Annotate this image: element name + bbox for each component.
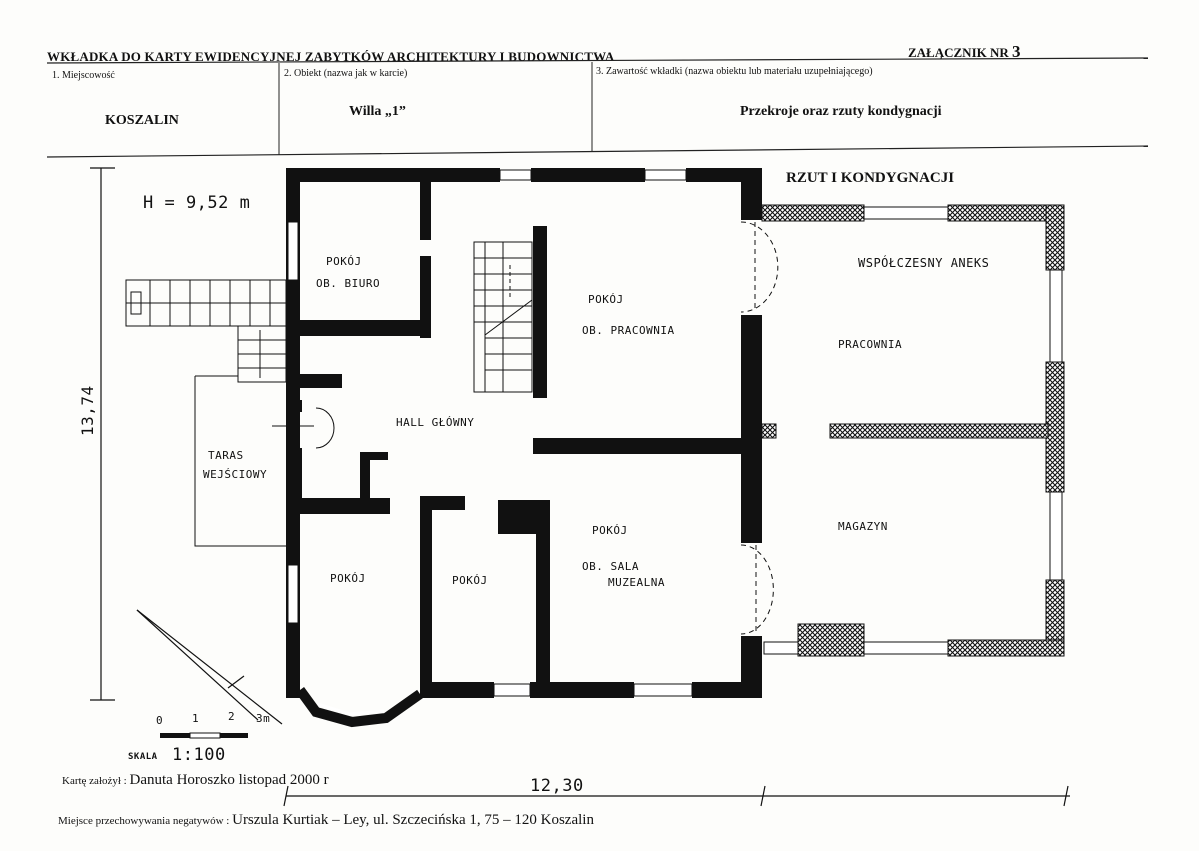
negatives-location: Miejsce przechowywania negatywów : Urszu…	[58, 812, 594, 829]
scale-label: SKALA	[128, 752, 158, 762]
field3-label: 3. Zawartość wkładki (nazwa obiektu lub …	[596, 66, 873, 77]
room-biuro-name: OB. BIURO	[316, 277, 381, 290]
terrace-label-1: TARAS	[208, 449, 244, 462]
dimension-lines	[90, 167, 1070, 807]
annex-magazyn: MAGAZYN	[838, 520, 888, 533]
negatives-label: Miejsce przechowywania negatywów :	[58, 815, 230, 827]
room-pracownia-name: OB. PRACOWNIA	[582, 324, 675, 337]
annex-windows	[763, 206, 1063, 655]
windows	[287, 169, 693, 697]
entrance-stairs	[125, 279, 335, 547]
scale-tick-3: 3m	[256, 712, 271, 725]
field1-value: KOSZALIN	[105, 113, 179, 128]
room-pokoj-b: POKÓJ	[452, 574, 488, 587]
villa-walls	[286, 168, 762, 698]
negatives-value: Urszula Kurtiak – Ley, ul. Szczecińska 1…	[232, 812, 594, 828]
north-arrow	[136, 609, 283, 725]
dim-horizontal: 12,30	[530, 776, 584, 796]
door-swings	[740, 221, 779, 635]
room-hall: HALL GŁÓWNY	[396, 416, 475, 429]
attachment-label: ZAŁĄCZNIK NR 3	[908, 42, 1021, 62]
field2-label: 2. Obiekt (nazwa jak w karcie)	[284, 68, 408, 79]
scale-tick-2: 2	[228, 710, 236, 723]
field3-value: Przekroje oraz rzuty kondygnacji	[740, 104, 942, 119]
annex-pracownia: PRACOWNIA	[838, 338, 903, 351]
room-pracownia-label: POKÓJ	[588, 293, 624, 306]
room-sala-label: POKÓJ	[592, 524, 628, 537]
attachment-label-text: ZAŁĄCZNIK NR	[908, 45, 1009, 60]
card-author-value: Danuta Horoszko listopad 2000 r	[129, 772, 329, 788]
field2-value: Willa „1”	[349, 104, 406, 119]
room-pokoj-a: POKÓJ	[330, 572, 366, 585]
card-author-label: Kartę założył :	[62, 775, 127, 787]
attachment-number: 3	[1012, 42, 1021, 61]
annex-walls	[761, 204, 1065, 657]
dim-vertical: 13,74	[78, 385, 97, 436]
scale-tick-0: 0	[156, 714, 164, 727]
room-sala-name-1: OB. SALA	[582, 560, 639, 573]
staircase	[473, 241, 533, 393]
card-author: Kartę założył : Danuta Horoszko listopad…	[62, 772, 329, 789]
terrace-label-2: WEJŚCIOWY	[203, 468, 268, 481]
document-title: WKŁADKA DO KARTY EWIDENCYJNEJ ZABYTKÓW A…	[47, 49, 615, 64]
annex-label: WSPÓŁCZESNY ANEKS	[858, 256, 990, 270]
field1-label: 1. Miejscowość	[52, 70, 115, 81]
plan-title: RZUT I KONDYGNACJI	[786, 170, 955, 186]
room-sala-name-2: MUZEALNA	[608, 576, 665, 589]
height-note: H = 9,52 m	[143, 193, 251, 213]
scale-value: 1:100	[172, 745, 226, 765]
scale-tick-1: 1	[192, 712, 200, 725]
scale-bar	[160, 732, 248, 739]
room-biuro-label: POKÓJ	[326, 255, 362, 268]
